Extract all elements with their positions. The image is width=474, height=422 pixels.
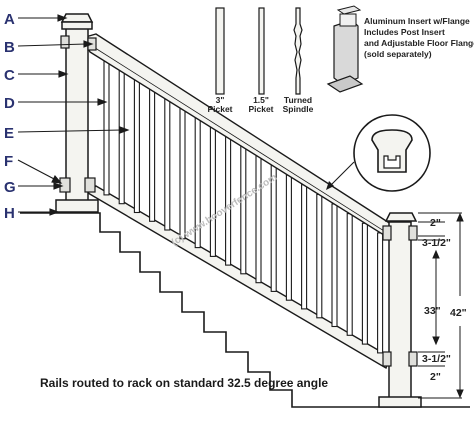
insert-note-4: (sold separately) (364, 49, 432, 59)
insert-note-2: Includes Post Insert (364, 27, 445, 37)
picket (103, 59, 110, 196)
pickets (103, 59, 384, 354)
picket (133, 78, 140, 214)
dim-top-gap: 2" (430, 217, 441, 229)
spindle-label-2: Spindle (283, 104, 314, 114)
picket (377, 232, 384, 354)
callout-c: C (4, 67, 15, 84)
callout-a: A (4, 11, 15, 28)
picket (361, 222, 368, 345)
picket (255, 155, 262, 284)
picket (331, 203, 338, 328)
picket (301, 184, 308, 310)
spindle-label-1: Turned (284, 95, 312, 105)
dim-picket-height: 33" (424, 305, 441, 317)
picket-3in-label: Picket (207, 104, 232, 114)
rail-profile (326, 114, 431, 192)
stairs (20, 212, 470, 408)
picket (346, 213, 353, 336)
picket-15in-size: 1.5" (253, 95, 269, 105)
turned-spindle (293, 7, 303, 95)
insert-note-3: and Adjustable Floor Flange (364, 38, 474, 48)
callout-b: B (4, 39, 15, 56)
picket (118, 68, 125, 205)
callout-g: G (4, 179, 16, 196)
dim-bottom-gap: 2" (430, 371, 441, 383)
callout-d: D (4, 95, 15, 112)
picket (285, 174, 292, 301)
callout-h: H (4, 205, 15, 222)
picket (179, 107, 186, 240)
callout-f: F (4, 153, 13, 170)
bottom-rail (86, 185, 391, 370)
picket (209, 126, 216, 257)
picket (164, 97, 171, 231)
dim-bottom-rail: 3-1/2" (422, 353, 451, 365)
picket-samples: 3" Picket 1.5" Picket Turned Spindle (207, 7, 314, 114)
picket (316, 193, 323, 319)
dim-top-rail: 3-1/2" (422, 237, 451, 249)
picket (240, 145, 247, 275)
callouts: A B C D E F G H (4, 11, 130, 222)
callout-e: E (4, 125, 14, 142)
picket-15in-label: Picket (248, 104, 273, 114)
right-post (378, 212, 422, 408)
watermark: (c) www.hooverfence.com (170, 172, 280, 249)
picket (149, 87, 156, 222)
left-post (55, 13, 99, 213)
caption: Rails routed to rack on standard 32.5 de… (40, 376, 328, 390)
aluminum-insert: Aluminum Insert w/Flange Includes Post I… (326, 5, 474, 93)
dim-overall-height: 42" (450, 307, 467, 319)
dimensions (418, 212, 464, 399)
insert-note-1: Aluminum Insert w/Flange (364, 16, 470, 26)
picket-3in-size: 3" (216, 95, 225, 105)
one-five-inch-picket (258, 7, 265, 95)
three-inch-picket (215, 7, 225, 95)
